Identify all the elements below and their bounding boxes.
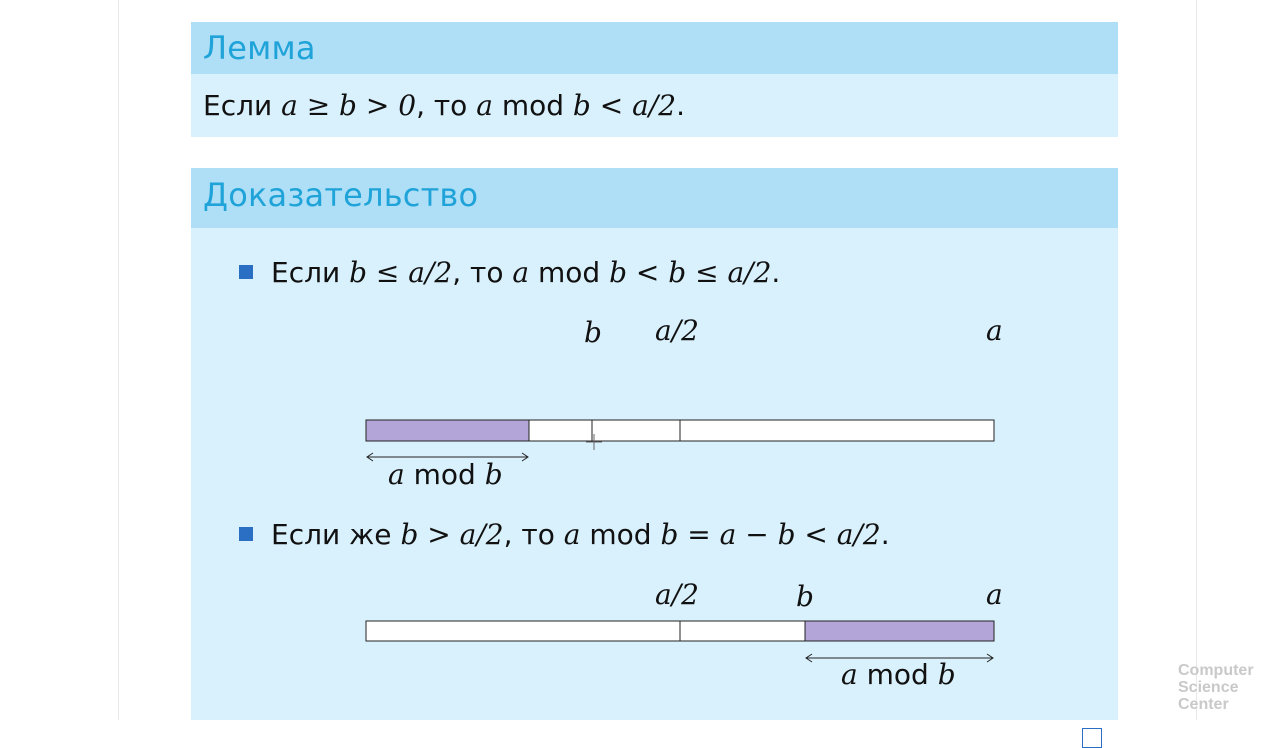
case2-prefix: Если же: [271, 518, 401, 551]
lemma-condition: a ≥ b > 0: [281, 89, 417, 122]
lemma-result-a: a: [476, 89, 493, 122]
case1-result-tail: b < b ≤ a/2: [609, 256, 772, 289]
left-page-edge: [118, 0, 119, 720]
right-page-edge: [1196, 0, 1197, 720]
case1-mid: , то: [452, 256, 513, 289]
diagram1-label-b: b: [584, 316, 602, 349]
diagram2-label-half: a/2: [655, 578, 699, 611]
cursor-icon: [586, 434, 602, 450]
lemma-result-tail: b < a/2: [572, 89, 677, 122]
case1-prefix: Если: [271, 256, 350, 289]
diagram1-label-a: a: [986, 314, 1003, 347]
case2-end: .: [880, 518, 890, 551]
diagram1-mod-a: a: [388, 458, 405, 491]
lemma-statement: Если a ≥ b > 0, то a mod b < a/2.: [191, 74, 1118, 137]
bullet-icon: [239, 265, 253, 279]
case1-end: .: [771, 256, 781, 289]
diagram2-mod-b: b: [937, 658, 956, 691]
lemma-text-mid: , то: [416, 89, 477, 122]
diagram1-label-half: a/2: [655, 314, 699, 347]
diagram2-label-a: a: [986, 578, 1003, 611]
lemma-block: Лемма Если a ≥ b > 0, то a mod b < a/2.: [191, 22, 1118, 137]
proof-title: Доказательство: [191, 168, 1118, 228]
diagram2-mod-arrow: [805, 653, 994, 663]
case1-line: Если b ≤ a/2, то a mod b < b ≤ a/2.: [239, 256, 780, 289]
lemma-text-end: .: [676, 89, 685, 122]
logo-line-3: Center: [1178, 696, 1229, 713]
diagram1-mod-segment: [365, 419, 530, 442]
diagram2-mod-a: a: [841, 658, 858, 691]
lemma-title: Лемма: [191, 22, 1118, 74]
case1-condition: b ≤ a/2: [349, 256, 453, 289]
proof-body: Если b ≤ a/2, то a mod b < b ≤ a/2. b a/…: [191, 228, 1118, 748]
qed-square-icon: [1082, 728, 1102, 748]
case2-mid: , то: [503, 518, 564, 551]
case2-result-tail: b = a − b < a/2: [660, 518, 881, 551]
diagram2-mod-word: mod: [866, 658, 929, 691]
diagram1-mod-b: b: [484, 458, 503, 491]
logo-line-2: Science: [1178, 679, 1239, 696]
diagram2-label-b: b: [796, 580, 814, 613]
csc-logo: Computer Science Center: [1178, 662, 1254, 713]
proof-block: Доказательство Если b ≤ a/2, то a mod b …: [191, 168, 1118, 748]
case2-line: Если же b > a/2, то a mod b = a − b < a/…: [239, 518, 890, 551]
case1-mod: mod: [538, 256, 601, 289]
diagram1: [365, 419, 995, 462]
diagram2-mod-label: a mod b: [841, 658, 956, 691]
logo-line-1: Computer: [1178, 662, 1254, 679]
diagram2: [365, 620, 995, 663]
lemma-text-prefix: Если: [203, 89, 282, 122]
diagram1-mod-word: mod: [413, 458, 476, 491]
diagram2-mod-segment: [804, 620, 995, 642]
diagram1-mod-label: a mod b: [388, 458, 503, 491]
case2-result-a: a: [563, 518, 581, 551]
case1-result-a: a: [512, 256, 530, 289]
case2-mod: mod: [589, 518, 652, 551]
bullet-icon: [239, 527, 253, 541]
diagram1-mod-arrow: [366, 452, 529, 462]
lemma-mod: mod: [501, 89, 565, 122]
case2-condition: b > a/2: [400, 518, 504, 551]
